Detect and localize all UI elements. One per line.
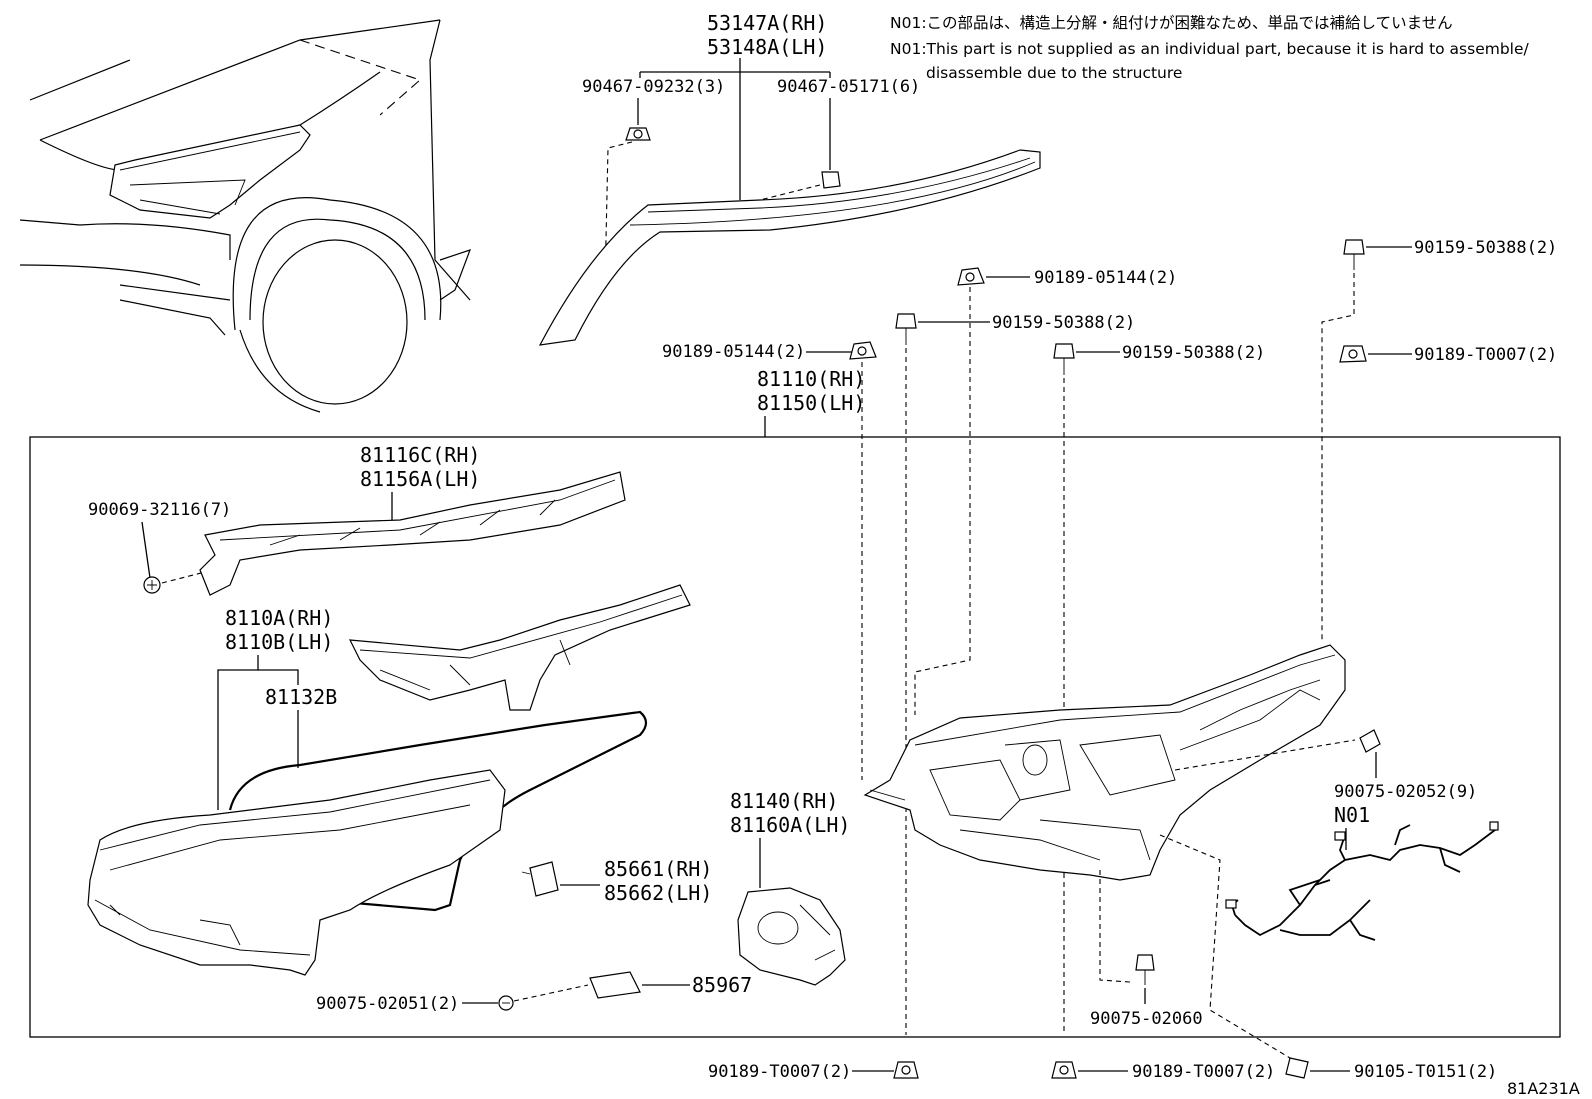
label-81140: 81140(RH): [730, 789, 838, 813]
part-8110a-lens-assembly: 8110A(RH) 8110B(LH) 81132B: [87, 606, 648, 976]
label-90105-t0151: 90105-T0151(2): [1354, 1062, 1497, 1082]
headlamp-assy-group: 81110(RH) 81150(LH): [29, 367, 1561, 1038]
label-53148a: 53148A(LH): [707, 35, 827, 59]
label-90075-02060: 90075-02060: [1090, 1009, 1203, 1029]
part-85661: 85661(RH) 85662(LH): [521, 857, 712, 905]
top-fasteners: 90189-05144(2) 90159-50388(2) 90159-5038…: [662, 238, 1557, 1035]
label-90189-05144-left: 90189-05144(2): [662, 342, 805, 362]
label-90159-50388-center: 90159-50388(2): [1122, 343, 1265, 363]
label-81132b: 81132B: [265, 685, 337, 709]
part-53147a-garnish: 53147A(RH) 53148A(LH) 90467-09232(3) 904…: [538, 11, 1041, 346]
label-85661: 85661(RH): [604, 857, 712, 881]
note-en-line2: disassemble due to the structure: [926, 64, 1182, 82]
label-85967: 85967: [692, 973, 752, 997]
part-headlamp-housing: [863, 644, 1356, 1059]
label-8110a: 8110A(RH): [225, 606, 333, 630]
label-90075-02052: 90075-02052(9): [1334, 782, 1477, 802]
wire-harness: [1225, 821, 1499, 941]
label-90189-05144-upper: 90189-05144(2): [1034, 268, 1177, 288]
part-81116c-bracket: 81116C(RH) 81156A(LH) 90069-32116(7): [88, 443, 626, 596]
label-90189-t0007-center: 90189-T0007(2): [1132, 1062, 1275, 1082]
note-en-line1: N01:This part is not supplied as an indi…: [890, 40, 1530, 58]
label-85662: 85662(LH): [604, 881, 712, 905]
label-81160a: 81160A(LH): [730, 813, 850, 837]
label-n01: N01: [1334, 803, 1370, 827]
label-90189-t0007-left: 90189-T0007(2): [708, 1062, 851, 1082]
part-85967: 85967 90075-02051(2): [316, 971, 752, 1014]
label-81156a: 81156A(LH): [360, 467, 480, 491]
label-90467-05171: 90467-05171(6): [777, 77, 920, 97]
label-90159-50388-left: 90159-50388(2): [992, 313, 1135, 333]
label-8110b: 8110B(LH): [225, 630, 333, 654]
note-jp: N01:この部品は、構造上分解・組付けが困難なため、単品では補給していません: [890, 14, 1453, 32]
vehicle-front-view: [19, 19, 472, 413]
label-53147a: 53147A(RH): [707, 11, 827, 35]
label-81110: 81110(RH): [757, 367, 865, 391]
label-90069-32116: 90069-32116(7): [88, 500, 231, 520]
label-90189-t0007-right: 90189-T0007(2): [1414, 345, 1557, 365]
label-81116c: 81116C(RH): [360, 443, 480, 467]
label-90075-02051: 90075-02051(2): [316, 994, 459, 1014]
assembly-frame: [29, 436, 1561, 1038]
part-81140-projector: 81140(RH) 81160A(LH): [730, 789, 850, 986]
bottom-fasteners: 90189-T0007(2) 90189-T0007(2) 90105-T015…: [708, 1057, 1580, 1098]
part-lower-bracket: [348, 584, 691, 711]
label-81150: 81150(LH): [757, 391, 865, 415]
label-90159-50388-right: 90159-50388(2): [1414, 238, 1557, 258]
right-side-parts: 90075-02052(9) N01 90075-02060: [1090, 729, 1499, 1029]
label-90467-09232: 90467-09232(3): [582, 77, 725, 97]
diagram-code: 81A231A: [1507, 1079, 1580, 1098]
